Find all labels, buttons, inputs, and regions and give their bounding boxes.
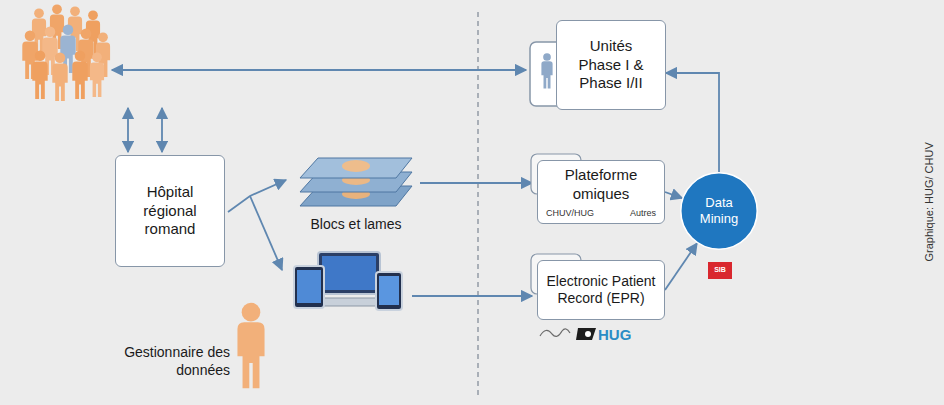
flow-arrow bbox=[666, 73, 719, 172]
node-subtext: Autres bbox=[630, 208, 656, 218]
hospital-box: Hôpital régional romand bbox=[115, 155, 225, 267]
node-text: Electronic Patient Record (EPR) bbox=[545, 273, 657, 308]
hospital-blocks-arrow bbox=[228, 180, 286, 212]
hospital-devices-arrow bbox=[250, 196, 282, 270]
crowd-hospital-arrow bbox=[161, 108, 163, 152]
units-person-icon bbox=[541, 53, 552, 88]
node-text: Hôpital régional romand bbox=[124, 183, 216, 239]
data-manager-figure bbox=[237, 303, 264, 388]
blocks-label: Blocs et lames bbox=[286, 216, 426, 234]
tissue-slides bbox=[300, 158, 412, 206]
crowd-units-arrow bbox=[112, 69, 526, 71]
node-text: Plateforme omiques bbox=[545, 166, 657, 204]
crowd-hospital-arrow bbox=[127, 108, 129, 152]
sib-logo: SIB bbox=[708, 262, 732, 279]
blocks-platform-arrow bbox=[420, 182, 532, 184]
data-mining-circle: Data Mining bbox=[680, 172, 758, 250]
devices-epr-arrow bbox=[412, 295, 532, 297]
data-manager-label: Gestionnaire des données bbox=[70, 344, 230, 379]
partner-logos bbox=[540, 328, 596, 340]
epr-box: Electronic Patient Record (EPR) bbox=[537, 260, 665, 320]
devices-illustration bbox=[294, 252, 402, 310]
omics-platform-box: Plateforme omiquesCHUV/HUG Autres bbox=[537, 160, 665, 224]
node-subtext: CHUV/HUG bbox=[546, 208, 594, 218]
node-text: Unités Phase I & Phase I/II bbox=[569, 37, 653, 93]
flow-arrow bbox=[665, 243, 697, 290]
credit-label: Graphique: HUG/ CHUV bbox=[923, 112, 937, 292]
flow-arrow bbox=[665, 192, 682, 198]
hug-logo: HUG bbox=[598, 326, 648, 345]
patient-crowd bbox=[22, 4, 110, 101]
node-text: Data Mining bbox=[686, 195, 752, 228]
phase-units-box: Unités Phase I & Phase I/II bbox=[556, 20, 666, 110]
node-footer: CHUV/HUG Autres bbox=[538, 208, 664, 218]
